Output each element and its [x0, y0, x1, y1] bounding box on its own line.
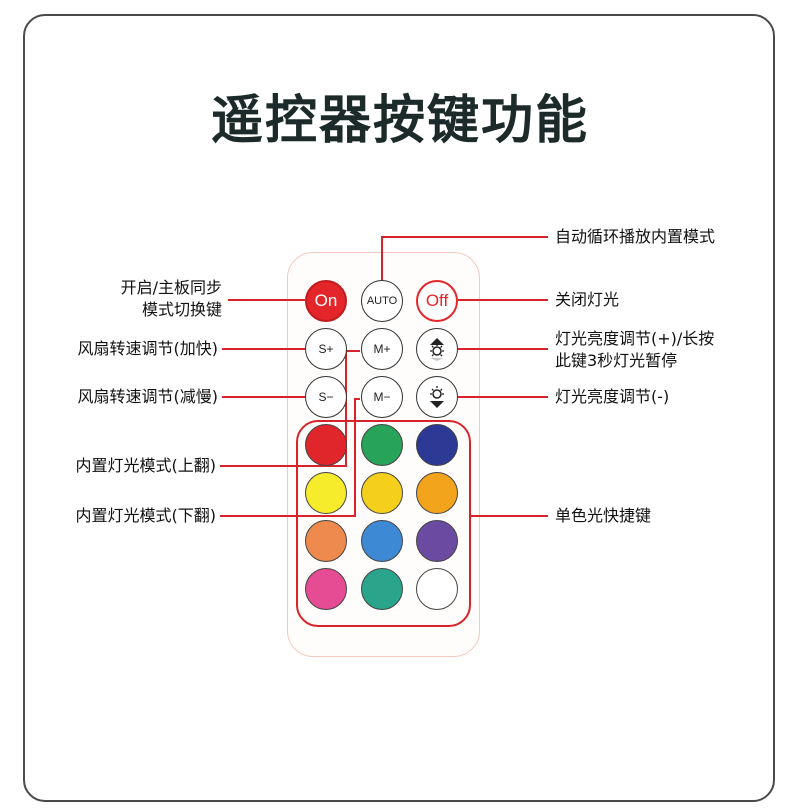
- label-on-line1: 开启/主板同步: [120, 278, 222, 297]
- color-button-yellow[interactable]: [305, 472, 347, 514]
- color-button-blue[interactable]: [361, 520, 403, 562]
- outer-frame: [23, 14, 775, 802]
- label-brightness-down: 灯光亮度调节(-): [555, 387, 670, 406]
- label-brightness-up-line1: 灯光亮度调节(+)/长按: [555, 329, 715, 348]
- color-button-light-orange[interactable]: [305, 520, 347, 562]
- label-off: 关闭灯光: [555, 290, 620, 309]
- color-button-green[interactable]: [361, 424, 403, 466]
- color-button-pink[interactable]: [305, 568, 347, 610]
- label-auto: 自动循环播放内置模式: [555, 227, 716, 246]
- label-mode-down: 内置灯光模式(下翻): [75, 506, 217, 525]
- speed-down-button[interactable]: S−: [305, 376, 347, 418]
- off-button[interactable]: Off: [416, 280, 458, 322]
- label-speed-down: 风扇转速调节(减慢): [77, 387, 219, 406]
- mode-up-button[interactable]: M+: [361, 328, 403, 370]
- color-button-red[interactable]: [305, 424, 347, 466]
- color-button-dark-blue[interactable]: [416, 424, 458, 466]
- label-brightness-up-line2: 此键3秒灯光暂停: [555, 351, 678, 370]
- brightness-down-icon: [430, 386, 444, 408]
- label-speed-up: 风扇转速调节(加快): [77, 339, 219, 358]
- speed-up-button[interactable]: S+: [305, 328, 347, 370]
- color-button-purple[interactable]: [416, 520, 458, 562]
- color-button-orange[interactable]: [416, 472, 458, 514]
- page-title: 遥控器按键功能: [210, 91, 589, 151]
- label-on-line2: 模式切换键: [141, 300, 222, 319]
- brightness-up-button[interactable]: [416, 328, 458, 370]
- color-buttons-group: [296, 420, 471, 627]
- label-mode-up: 内置灯光模式(上翻): [75, 456, 217, 475]
- mode-down-button[interactable]: M−: [361, 376, 403, 418]
- color-button-gold[interactable]: [361, 472, 403, 514]
- brightness-down-button[interactable]: [416, 376, 458, 418]
- on-button[interactable]: On: [305, 280, 347, 322]
- color-button-teal[interactable]: [361, 568, 403, 610]
- color-button-white[interactable]: [416, 568, 458, 610]
- label-colors: 单色光快捷键: [555, 506, 652, 525]
- brightness-up-icon: [430, 338, 444, 361]
- auto-button[interactable]: AUTO: [361, 280, 403, 322]
